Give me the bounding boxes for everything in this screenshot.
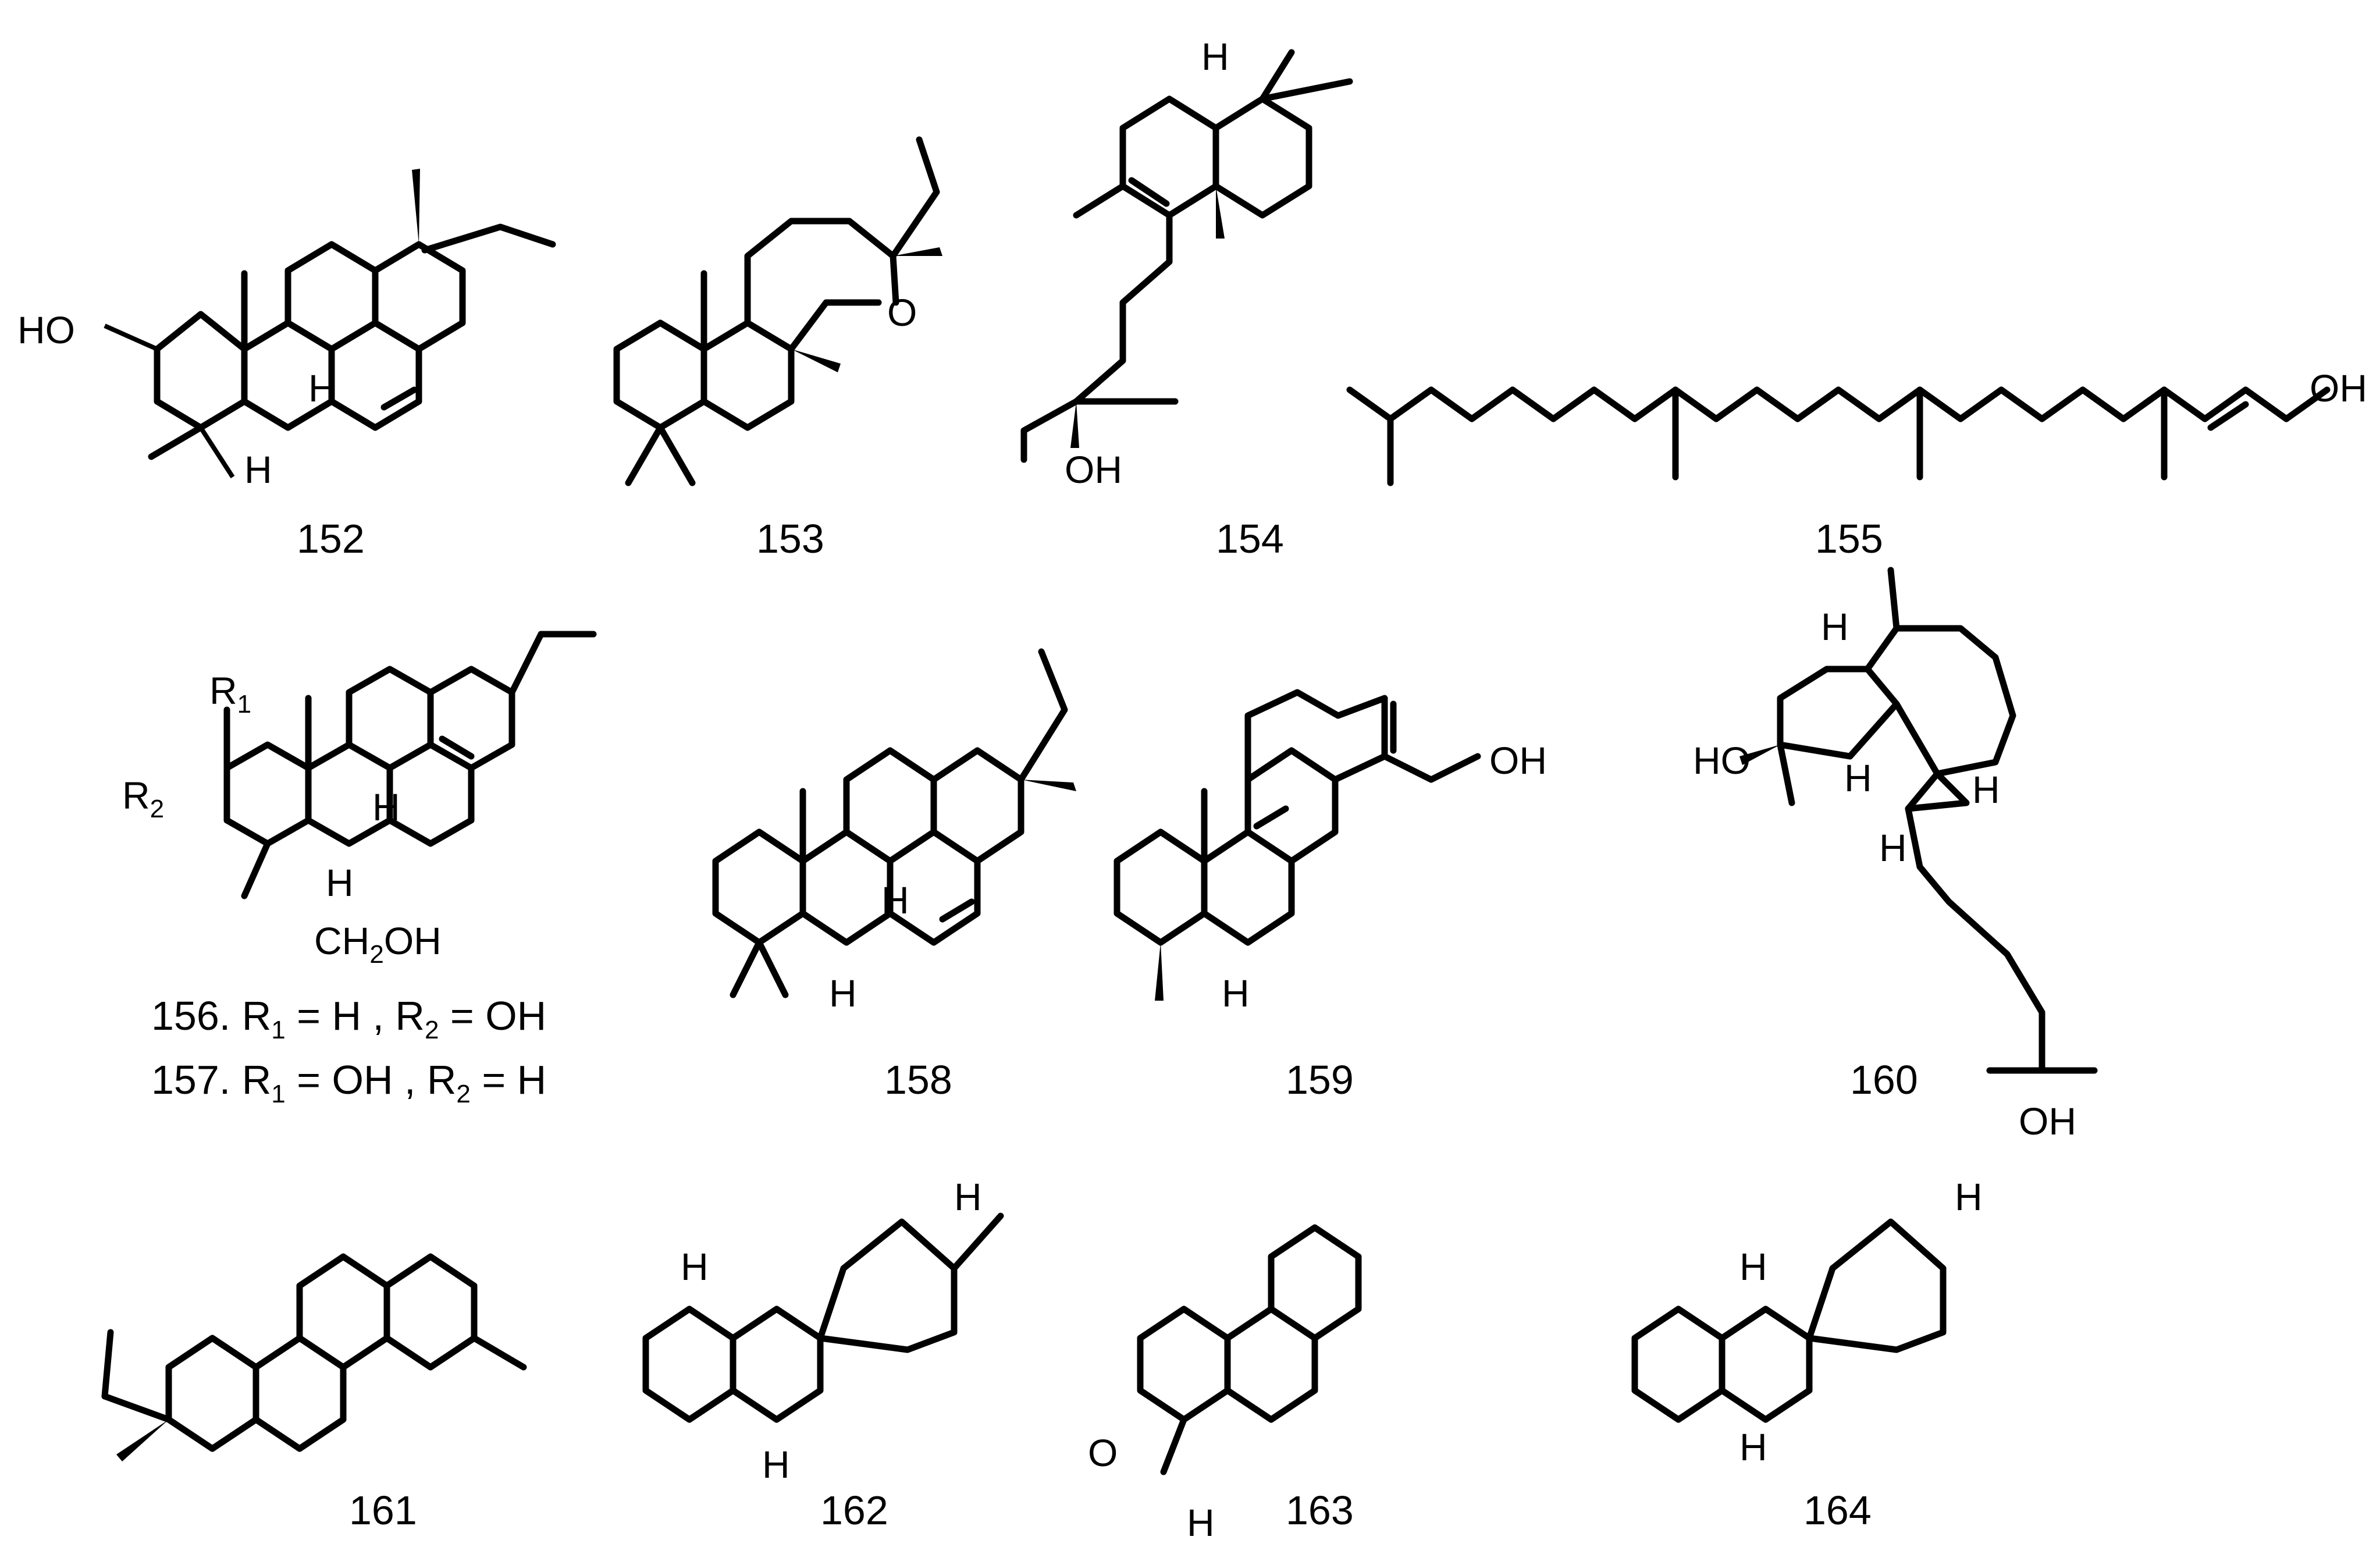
atom-H-164c: H [1739,1425,1767,1468]
atom-H-162c: H [762,1443,790,1486]
label-164: 164 [1803,1488,1872,1533]
label-163: 163 [1286,1488,1354,1533]
label-162: 162 [820,1488,888,1533]
atom-H-160c: H [1879,826,1907,869]
label-159: 159 [1286,1057,1354,1102]
atom-OH-154: OH [1065,448,1122,491]
atom-H-154: H [1201,35,1229,78]
compound-155: OH 155 [1346,367,2367,561]
label-161: 161 [349,1488,417,1533]
atom-H-158b: H [829,972,857,1015]
atom-H-162b: H [681,1245,709,1288]
compound-161: 161 [101,1253,527,1533]
atom-OH-159: OH [1489,739,1547,782]
compound-152: HO H H 152 [17,169,556,561]
atom-H-158a: H [881,878,909,922]
label-155: 155 [1815,516,1883,561]
atom-R2: R2 [122,774,164,823]
label-157: 157. R1 = OH , R2 = H [151,1057,546,1108]
atom-H-152a: H [308,367,336,410]
label-160: 160 [1850,1057,1918,1102]
atom-H-160b: H [1844,756,1872,799]
label-156: 156. R1 = H , R2 = OH [151,993,546,1044]
compound-164: H H H 164 [1631,1175,1983,1533]
compound-156-157: R1 R2 H H CH2OH 156. R1 = H , R2 = OH 15… [122,631,597,1108]
atom-H-164b: H [1739,1245,1767,1288]
label-152: 152 [297,516,365,561]
atom-H-164a: H [1955,1175,1983,1218]
compound-160: HO H H H H OH 160 [1693,567,2098,1143]
atom-OH-160: OH [2019,1100,2076,1143]
compound-158: H H 158 [712,648,1076,1102]
label-153: 153 [756,516,824,561]
atom-H-159: H [1222,972,1250,1015]
label-154: 154 [1216,516,1284,561]
atom-H-162a: H [954,1175,982,1218]
compound-154: H OH 154 [1020,35,1353,561]
compound-163: O H 163 [1088,1224,1362,1544]
atom-H-160a: H [1821,605,1849,648]
atom-HO-160: HO [1693,739,1751,782]
atom-OH-155: OH [2310,367,2367,410]
atom-R1: R1 [209,669,251,719]
compound-159: H OH 159 [1113,689,1547,1102]
atom-O-153: O [887,291,917,334]
compound-162: H H H 162 [642,1175,1004,1533]
atom-H-152b: H [244,448,272,491]
atom-H-163: H [1187,1501,1215,1544]
atom-O-163: O [1088,1431,1118,1474]
atom-H-156b: H [326,861,354,904]
atom-CH2OH: CH2OH [314,919,442,969]
atom-H-160d: H [1972,768,2000,811]
atom-H-156a: H [372,785,400,828]
compound-153: O 153 [613,136,942,561]
label-158: 158 [884,1057,952,1102]
atom-HO-152: HO [17,308,75,351]
